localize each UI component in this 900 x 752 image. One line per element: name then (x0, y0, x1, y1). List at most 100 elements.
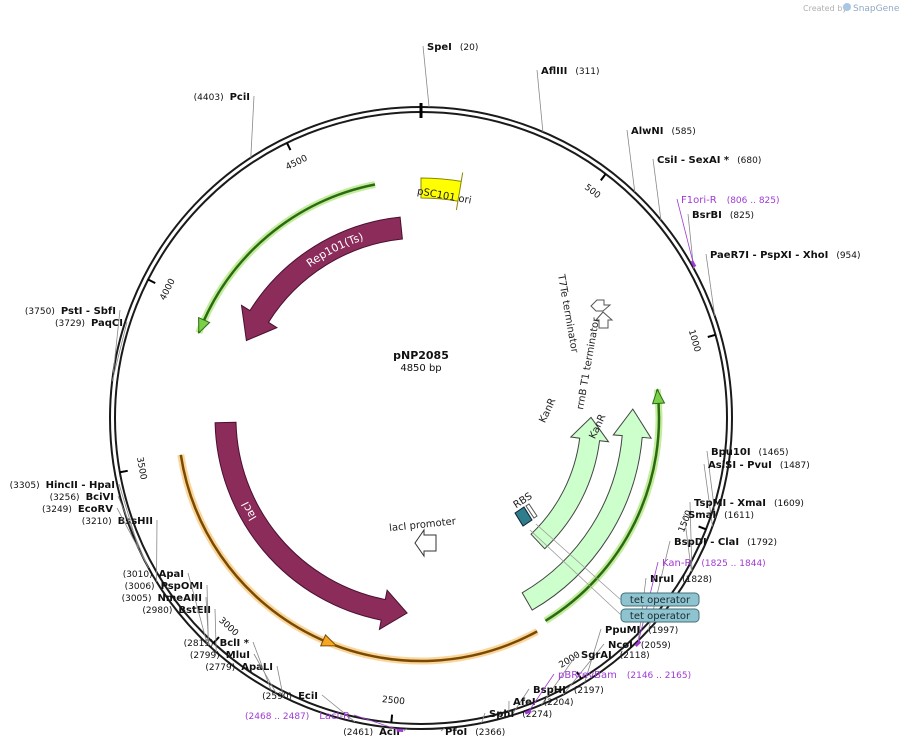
primer-laci-r[interactable]: (2468 .. 2487) LacI-R (245, 711, 350, 722)
site-name-bsteii: BstEII (178, 605, 211, 616)
site-bsphi[interactable]: BspHI(2197) (533, 685, 604, 696)
kanr-inner-feature[interactable] (530, 416, 610, 550)
credit-text: Created by (803, 4, 847, 13)
site-pspomi[interactable]: (3006)PspOMI (125, 581, 203, 592)
site-leader-bsphi (511, 688, 530, 716)
lacI-region-arc (179, 454, 538, 663)
site-afei[interactable]: AfeI(2204) (513, 697, 574, 708)
tet-operator-2-box (620, 608, 700, 623)
laci-promoter-arrow-icon[interactable] (414, 528, 437, 558)
site-bspdi[interactable]: BspDI - ClaI(1792) (674, 537, 777, 548)
site-mlui[interactable]: (2799)MluI (190, 650, 250, 661)
site-name-paqci: PaqCI (91, 318, 123, 329)
site-ncoi[interactable]: NcoI (2059) (608, 640, 671, 651)
site-coord-ncoi: (2059) (641, 641, 671, 651)
site-apali[interactable]: (2779)ApaLI (205, 662, 273, 673)
laci-feature[interactable] (214, 421, 408, 631)
site-apai[interactable]: (3010)ApaI (123, 569, 184, 580)
site-name-nmeaiii: NmeAIII (158, 593, 202, 604)
site-leader-apai (187, 572, 208, 645)
site-asisi[interactable]: AsiSI - PvuI (1487) (708, 460, 810, 471)
site-coord-paer7i: (954) (836, 251, 860, 261)
site-name-smai: SmaI (688, 510, 716, 521)
site-smai[interactable]: SmaI(1611) (688, 510, 754, 521)
site-ppumi[interactable]: PpuMI(1997) (605, 625, 678, 636)
site-name-ncoi: NcoI (608, 640, 633, 651)
site-bpu10i[interactable]: Bpu10I(1465) (711, 447, 788, 458)
tick-label-4000: 4000 (159, 277, 178, 302)
site-nmeaiii[interactable]: (3005)NmeAIII (122, 593, 202, 604)
site-spei[interactable]: SpeI(20) (427, 42, 478, 53)
tet-operator-1[interactable]: tet operator (620, 592, 700, 607)
site-leader-aflii (536, 69, 544, 132)
site-bcivi[interactable]: (3256)BciVI (50, 492, 114, 503)
site-ecii[interactable]: (2590)EciI (262, 691, 318, 702)
site-name-bspdi: BspDI - ClaI (674, 537, 739, 548)
kanr-outer-feature[interactable] (521, 408, 653, 611)
t7te-terminator-icon[interactable] (590, 299, 612, 312)
tet-operator-1-leader (535, 523, 622, 601)
site-coord-pcii: (4403) (194, 93, 224, 103)
site-pfoi[interactable]: PfoI(2366) (445, 727, 505, 738)
site-leader-pfoi (440, 727, 445, 732)
primer-name-laci-r: LacI-R (319, 711, 350, 722)
site-nrui[interactable]: NruI(1828) (650, 574, 712, 585)
tet-operator-2[interactable]: tet operator (620, 608, 700, 623)
site-acli[interactable]: (2461)AclI (343, 727, 400, 738)
primer-range-laci-r: (2468 .. 2487) (245, 712, 309, 722)
rbs-feature[interactable] (514, 506, 533, 527)
site-coord-pspomi: (3006) (125, 582, 155, 592)
rbs-spacer-icon (525, 503, 538, 519)
psc101-ori-feature[interactable] (420, 172, 464, 211)
site-leader-pcii (250, 95, 255, 158)
site-name-sphi: SphI (489, 709, 514, 720)
site-leader-bsshii (156, 519, 158, 582)
primer-pbrrevbam[interactable]: pBRrevBam(2146 .. 2165) (558, 670, 691, 681)
site-name-pfoi: PfoI (445, 727, 467, 738)
site-sphi[interactable]: SphI(2274) (489, 709, 552, 720)
site-coord-ecii: (2590) (262, 692, 292, 702)
site-paer7i[interactable]: PaeR7I - PspXI - XhoI(954) (710, 250, 861, 261)
site-paqci[interactable]: (3729) PaqCI (55, 318, 123, 329)
site-name-hincii: HincII - HpaI (46, 480, 115, 491)
site-leader-tspmi (689, 501, 693, 571)
site-csii[interactable]: CsiI - SexAI *(680) (657, 155, 761, 166)
site-leader-alwni (626, 129, 636, 193)
site-coord-bsphi: (2197) (574, 686, 604, 696)
site-alwni[interactable]: AlwNI(585) (631, 126, 696, 137)
site-pcii[interactable]: (4403)PciI (194, 92, 250, 103)
rrnb-terminator-label: rrnB T1 terminator (575, 316, 602, 410)
site-name-mlui: MluI (226, 650, 250, 661)
primer-f1ori-r[interactable]: F1ori-R(806 .. 825) (681, 195, 780, 206)
site-coord-apai: (3010) (123, 570, 153, 580)
rep101-feature[interactable] (240, 216, 403, 342)
site-hincii[interactable]: (3305)HincII - HpaI (10, 480, 115, 491)
site-bsteii[interactable]: (2980)BstEII (142, 605, 211, 616)
site-ecorv[interactable]: (3249)EcoRV (42, 504, 113, 515)
site-psti[interactable]: (3750)PstI - SbfI (25, 306, 116, 317)
site-name-asisi: AsiSI - PvuI (708, 460, 772, 471)
tet-operator-2-label: tet operator (630, 611, 691, 622)
primer-kan-r[interactable]: Kan-R(1825 .. 1844) (662, 558, 766, 569)
site-coord-bcivi: (3256) (50, 493, 80, 503)
site-leader-paer7i (705, 253, 716, 316)
site-bsrbi[interactable]: BsrBI(825) (692, 210, 754, 221)
site-coord-asisi: (1487) (780, 461, 810, 471)
site-coord-paqci: (3729) (55, 319, 85, 329)
primer-name-f1ori-r: F1ori-R (681, 195, 717, 206)
site-sgrai[interactable]: SgrAI(2118) (581, 650, 650, 661)
site-aflii[interactable]: AflIII(311) (541, 66, 600, 77)
site-coord-bsshii: (3210) (82, 517, 112, 527)
site-name-bpu10i: Bpu10I (711, 447, 751, 458)
tick-mark-3500 (119, 469, 128, 474)
tick-mark-1500 (698, 525, 707, 531)
site-name-bcli: BclI * (220, 638, 250, 649)
site-coord-apali: (2779) (205, 663, 235, 673)
site-tspmi[interactable]: TspMI - XmaI(1609) (694, 498, 804, 509)
site-bcli[interactable]: (2813)BclI * (184, 638, 250, 649)
kanr-inner-label: KanR (538, 397, 559, 425)
site-name-nrui: NruI (650, 574, 674, 585)
rrnb-terminator-icon[interactable] (594, 311, 614, 329)
site-name-alwni: AlwNI (631, 126, 664, 137)
site-bsshii[interactable]: (3210)BssHII (82, 516, 153, 527)
